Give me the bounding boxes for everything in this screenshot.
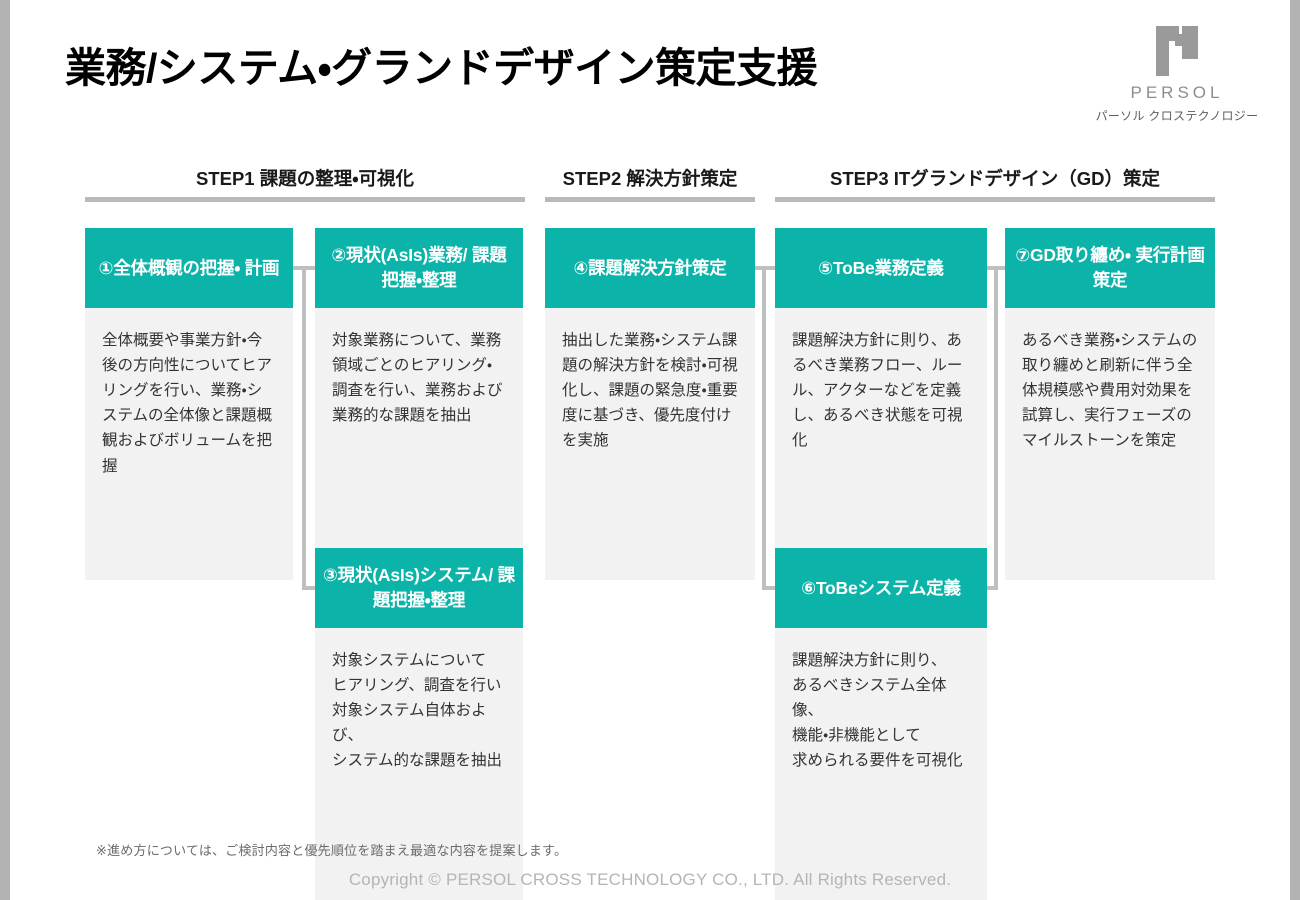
card-2[interactable]: ②現状(AsIs)業務/ 課題把握・整理 対象業務について、業務領域ごとのヒアリ… (315, 228, 523, 580)
card-1[interactable]: ①全体概観の把握・ 計画 全体概要や事業方針・今後の方向性についてヒアリングを行… (85, 228, 293, 580)
persol-logo-mark-icon (1156, 26, 1198, 76)
card-3[interactable]: ③現状(AsIs)システム/ 課題把握・整理 対象システムについて ヒアリング、… (315, 548, 523, 900)
card-7-body: あるべき業務・システムの取り纏めと刷新に伴う全体規模感や費用対効果を試算し、実行… (1005, 308, 1215, 580)
step-label-1: STEP1 課題の整理・可視化 (195, 168, 415, 189)
step-header-2: STEP2 解決方針策定 (545, 168, 755, 203)
card-5-title: ⑤ToBe業務定義 (775, 228, 987, 308)
card-4-body: 抽出した業務・システム課題の解決方針を検討・可視化し、課題の緊急度・重要度に基づ… (545, 308, 755, 580)
copyright-notice: Copyright © PERSOL CROSS TECHNOLOGY CO.,… (348, 870, 952, 889)
logo-wordmark: PERSOL (1130, 83, 1224, 102)
card-2-body: 対象業務について、業務領域ごとのヒアリング・調査を行い、業務および業務的な課題を… (315, 308, 523, 580)
card-6[interactable]: ⑥ToBeシステム定義 課題解決方針に則り、 あるべきシステム全体像、 機能・非… (775, 548, 987, 900)
step-rule-3 (775, 197, 1215, 203)
step-header-3: STEP3 ITグランドデザイン（GD）策定 (775, 168, 1215, 203)
brand-logo: PERSOL パーソル クロステクノロジー (1082, 22, 1272, 122)
card-4[interactable]: ④課題解決方針策定 抽出した業務・システム課題の解決方針を検討・可視化し、課題の… (545, 228, 755, 580)
card-6-body: 課題解決方針に則り、 あるべきシステム全体像、 機能・非機能として 求められる要… (775, 628, 987, 900)
card-2-title: ②現状(AsIs)業務/ 課題把握・整理 (315, 228, 523, 308)
page-title: 業務/システム・グランドデザイン策定支援 (65, 45, 818, 91)
card-3-body: 対象システムについて ヒアリング、調査を行い 対象システム自体および、 システム… (315, 628, 523, 900)
card-1-title: ①全体概観の把握・ 計画 (85, 228, 293, 308)
step-rule-2 (545, 197, 755, 203)
card-7-title: ⑦GD取り纏め・ 実行計画策定 (1005, 228, 1215, 308)
card-6-title: ⑥ToBeシステム定義 (775, 548, 987, 628)
card-1-body: 全体概要や事業方針・今後の方向性についてヒアリングを行い、業務・システムの全体像… (85, 308, 293, 580)
card-5[interactable]: ⑤ToBe業務定義 課題解決方針に則り、あるべき業務フロー、ルール、アクターなど… (775, 228, 987, 580)
step-label-2: STEP2 解決方針策定 (562, 168, 738, 189)
step-rule-1 (85, 197, 525, 203)
card-4-title: ④課題解決方針策定 (545, 228, 755, 308)
step-header-1: STEP1 課題の整理・可視化 (85, 168, 525, 203)
card-3-title: ③現状(AsIs)システム/ 課題把握・整理 (315, 548, 523, 628)
card-7[interactable]: ⑦GD取り纏め・ 実行計画策定 あるべき業務・システムの取り纏めと刷新に伴う全体… (1005, 228, 1215, 580)
step-label-3: STEP3 ITグランドデザイン（GD）策定 (830, 168, 1160, 189)
card-5-body: 課題解決方針に則り、あるべき業務フロー、ルール、アクターなどを定義し、あるべき状… (775, 308, 987, 580)
footnote: ※進め方については、ご検討内容と優先順位を踏まえ最適な内容を提案します。 (96, 843, 568, 858)
logo-subtitle: パーソル クロステクノロジー (1095, 109, 1259, 123)
